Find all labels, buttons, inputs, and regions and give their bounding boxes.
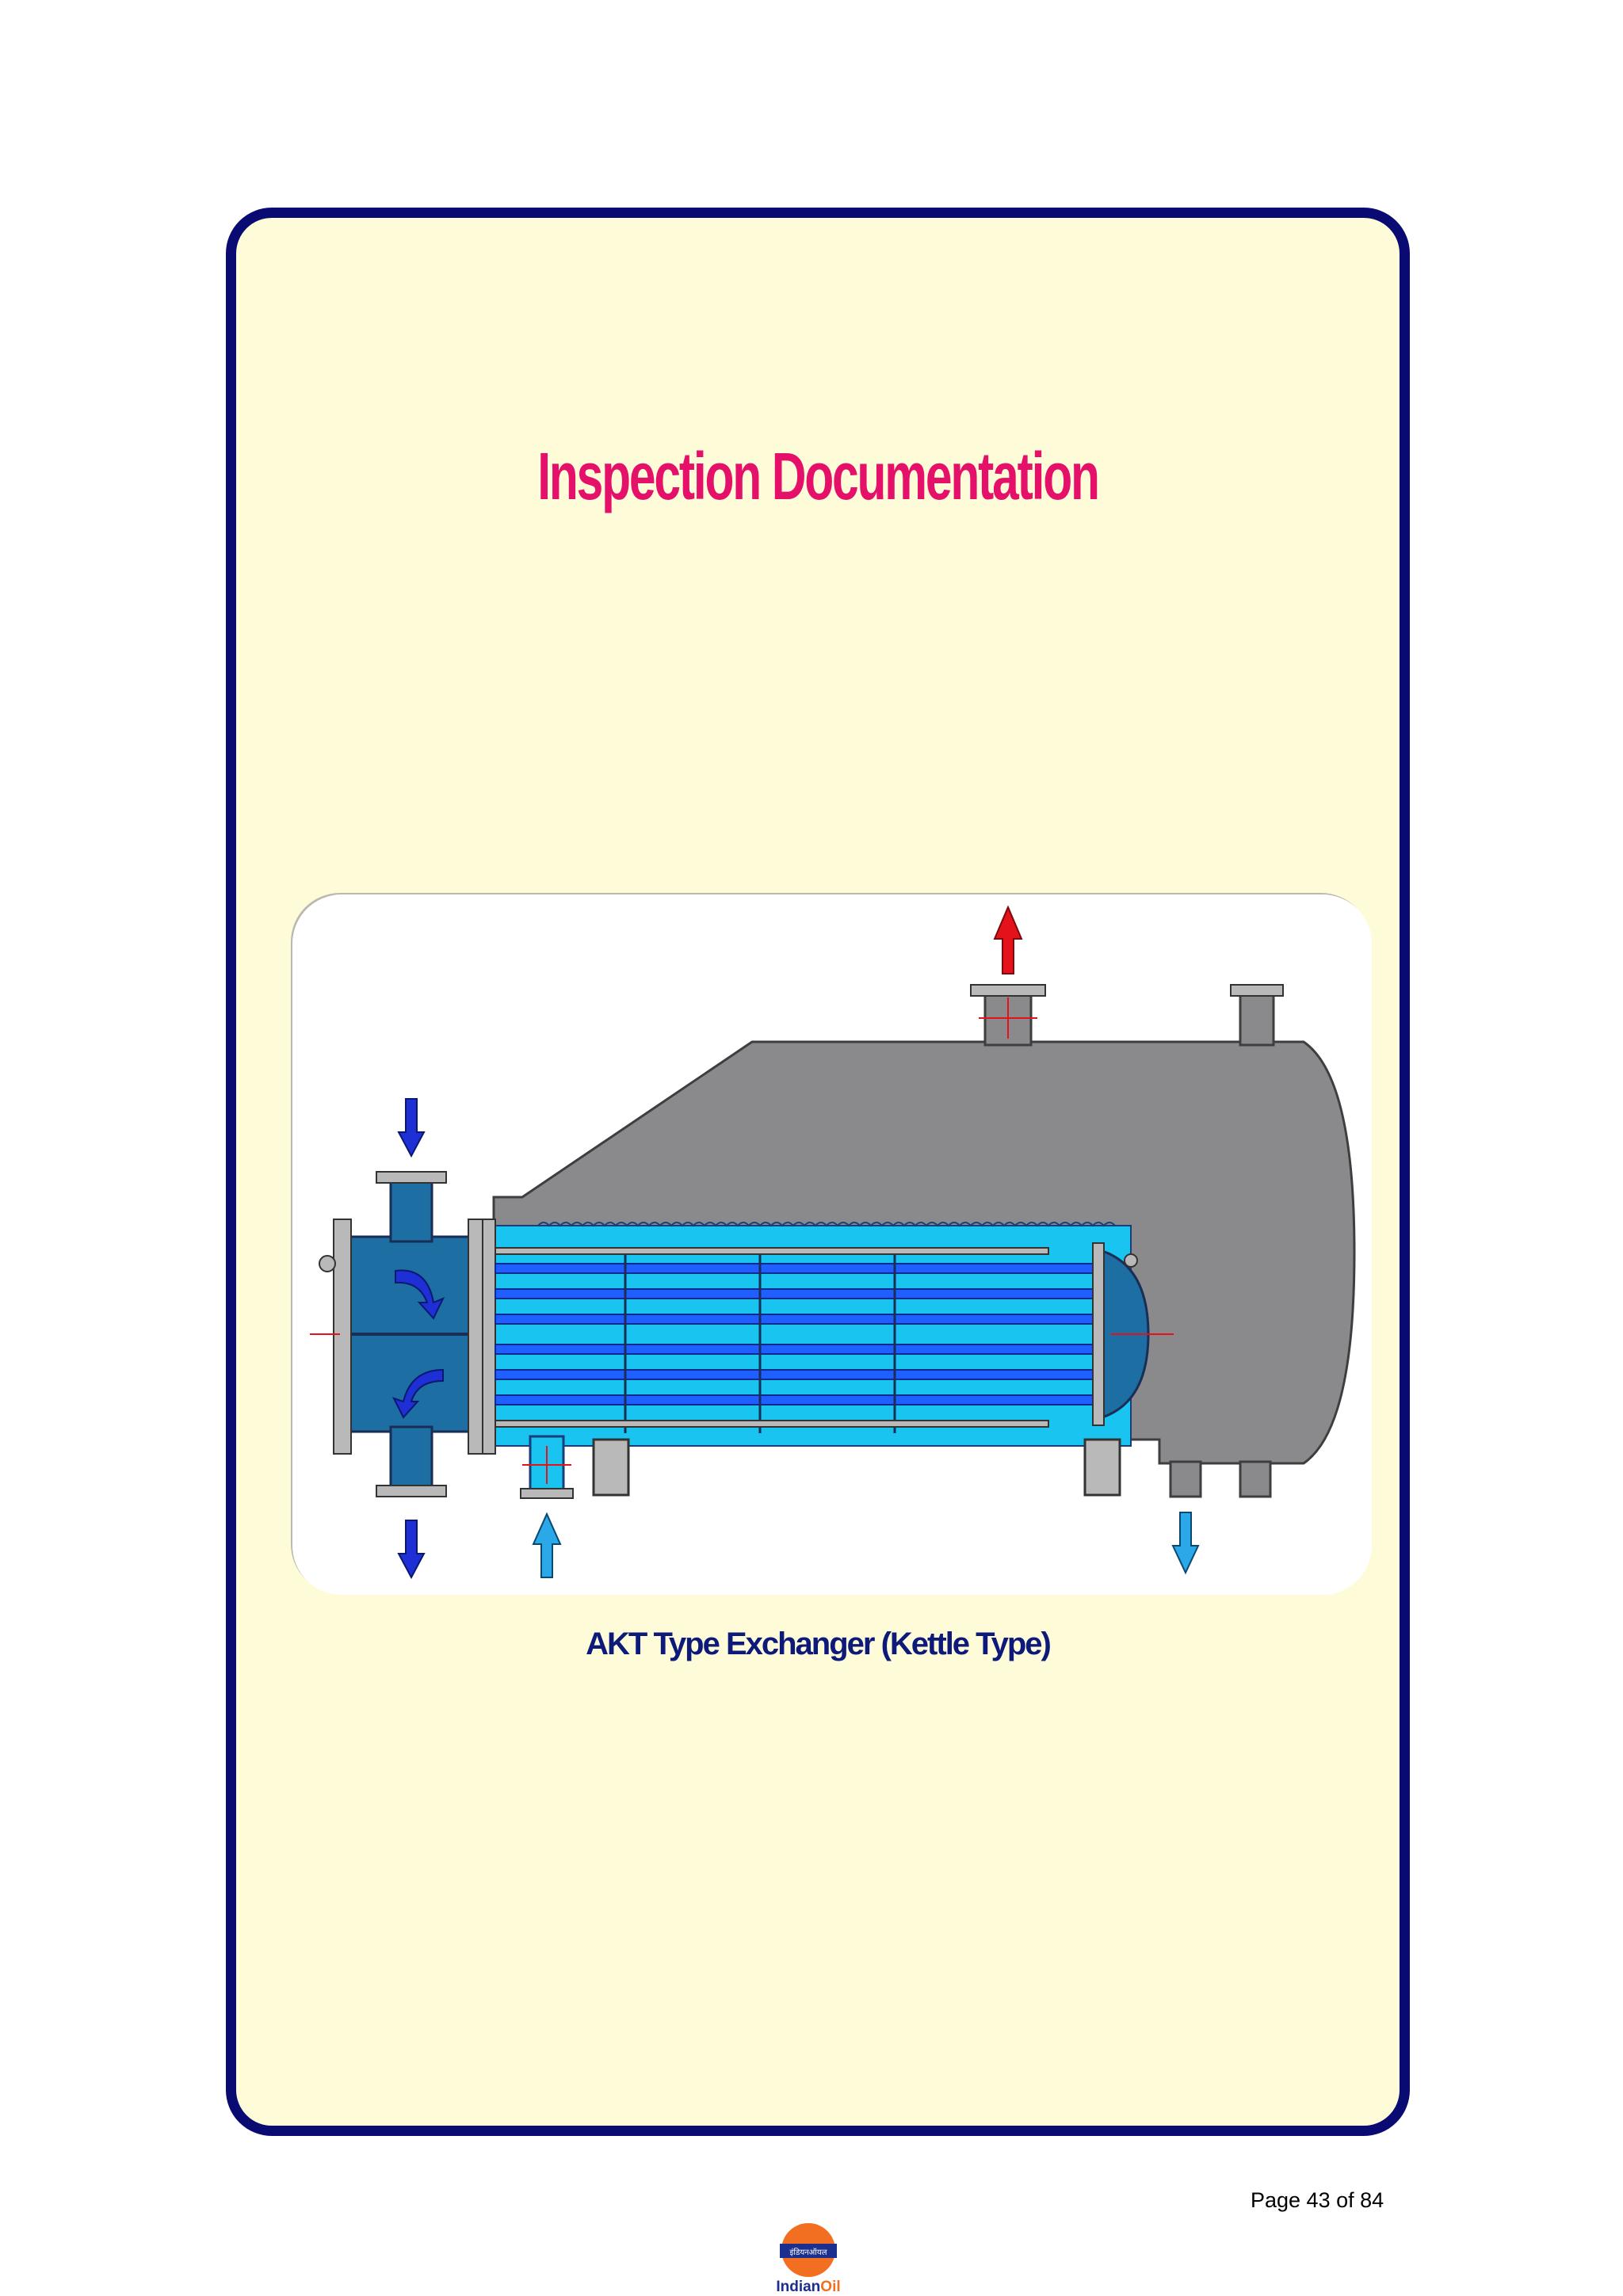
lifting-lug [319,1255,336,1272]
vapor-outlet-flange [970,984,1046,997]
tube-outlet-arrow [397,1520,426,1580]
floating-head-lug [1124,1253,1138,1268]
slide-frame: Inspection Documentation [226,208,1410,2136]
vapor-outlet-arrow [993,905,1023,974]
tube-outlet-nozzle [389,1425,433,1490]
tube-inlet-arrow [397,1098,426,1158]
saddle-support-right [1083,1438,1121,1497]
floating-head-flange [1092,1242,1105,1426]
tube-inlet-flange [376,1171,447,1184]
tubesheet [482,1219,496,1455]
channel-flange-left [333,1219,352,1455]
channel-flow-arrow-lower [392,1368,444,1419]
indianoil-emblem-icon: इंडियनऑयल [780,2223,837,2277]
shell-side-liquid [490,1225,1132,1447]
page-number: Page 43 of 84 [1251,2188,1384,2212]
liquid-surface [537,1222,1116,1227]
logo-wordmark: IndianOil [761,2279,856,2296]
vent-flange [1230,984,1284,997]
feed-inlet-arrow [532,1512,562,1578]
saddle-support-left [592,1438,630,1497]
vent-nozzle [1239,991,1275,1047]
tube-inlet-nozzle [389,1178,433,1243]
exchanger-diagram-panel [292,894,1372,1595]
drain-nozzle [1239,1460,1272,1498]
kettle-exchanger-diagram [310,905,1356,1580]
tube-outlet-flange [376,1485,447,1497]
tie-rods [495,1247,1049,1428]
liquid-outlet-arrow [1171,1512,1200,1575]
diagram-caption: AKT Type Exchanger (Kettle Type) [586,1627,1052,1661]
logo-emblem-text: इंडियनऑयल [789,2248,827,2257]
shell-inlet-flange [520,1488,574,1499]
channel-flow-arrow-upper [395,1269,445,1320]
indianoil-logo: इंडियनऑयल IndianOil [761,2218,856,2296]
logo-text-oil: Oil [820,2279,841,2295]
logo-text-indian: Indian [776,2279,821,2295]
page-title: Inspection Documentation [537,439,1100,513]
baffles [624,1247,896,1433]
liquid-outlet-nozzle [1169,1460,1202,1498]
tube-bundle [495,1263,1109,1405]
centre-lines [310,997,1174,1484]
